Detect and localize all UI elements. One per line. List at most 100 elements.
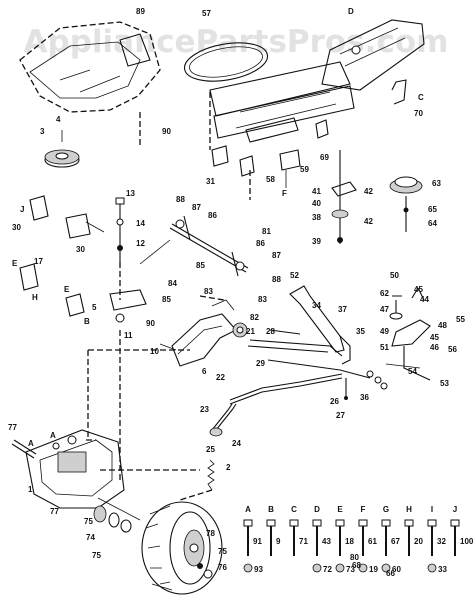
callout-87-a: 87: [192, 203, 201, 212]
callout-2: 2: [226, 463, 231, 472]
callout-78: 78: [206, 529, 215, 538]
callout-86-a: 86: [208, 211, 217, 220]
callout-H: H: [32, 293, 38, 302]
callout-F-top: F: [282, 189, 287, 198]
callout-70: 70: [414, 109, 423, 118]
washer-A: [243, 563, 253, 573]
callout-30-a: 30: [12, 223, 21, 232]
linkage-drawing: [19, 195, 249, 367]
bolt-head-B: [266, 519, 276, 527]
transaxle-drawing: [11, 429, 141, 533]
callout-A-left: A: [28, 439, 34, 448]
callout-58: 58: [266, 175, 275, 184]
callout-39: 39: [312, 237, 321, 246]
hardware-letter-F: F: [361, 505, 366, 514]
callout-10: 10: [150, 347, 159, 356]
callout-35: 35: [356, 327, 365, 336]
washer-F: [358, 563, 368, 573]
callout-A-2: A: [50, 431, 56, 440]
callout-24: 24: [232, 439, 241, 448]
callout-11: 11: [124, 331, 133, 340]
hardware-part-A: 91: [253, 537, 262, 546]
callout-44: 44: [420, 295, 429, 304]
callout-77-a: 77: [8, 423, 17, 432]
callout-66: 66: [386, 569, 395, 578]
callout-48: 48: [438, 321, 447, 330]
bolt-head-G: [381, 519, 391, 527]
callout-59: 59: [300, 165, 309, 174]
shift-lever-drawing: [179, 285, 431, 501]
washer-G: [381, 563, 391, 573]
callout-85-b: 85: [162, 295, 171, 304]
pulley-assembly: [44, 130, 80, 168]
callout-87-b: 87: [272, 251, 281, 260]
callout-3: 3: [40, 127, 45, 136]
callout-21: 21: [246, 327, 255, 336]
washer-part-F: 19: [369, 565, 378, 574]
callout-25: 25: [206, 445, 215, 454]
callout-53: 53: [440, 379, 449, 388]
callout-47: 47: [380, 305, 389, 314]
callout-C-top: C: [418, 93, 424, 102]
callout-68: 68: [352, 561, 361, 570]
hardware-letter-I: I: [431, 505, 433, 514]
hardware-part-G: 67: [391, 537, 400, 546]
hardware-legend: A9193B9C71D4372E1873F6119G6760H20I3233J1…: [243, 505, 474, 574]
callout-75-c: 75: [218, 547, 227, 556]
hardware-letter-H: H: [406, 505, 412, 514]
callout-38: 38: [312, 213, 321, 222]
callout-6: 6: [202, 367, 207, 376]
callout-1: 1: [28, 485, 33, 494]
callout-50: 50: [390, 271, 399, 280]
bolt-head-D: [312, 519, 322, 527]
callout-89: 89: [136, 7, 145, 16]
callout-51: 51: [380, 343, 389, 352]
callout-55: 55: [456, 315, 465, 324]
bolt-head-I: [427, 519, 437, 527]
hardware-part-I: 32: [437, 537, 446, 546]
hardware-part-B: 9: [276, 537, 281, 546]
callout-34: 34: [312, 301, 321, 310]
hardware-letter-B: B: [268, 505, 274, 514]
callout-23: 23: [200, 405, 209, 414]
callout-63: 63: [432, 179, 441, 188]
callout-75-a: 75: [84, 517, 93, 526]
callout-17: 17: [34, 257, 43, 266]
callout-5: 5: [92, 303, 97, 312]
callout-56: 56: [448, 345, 457, 354]
washer-part-D: 72: [323, 565, 332, 574]
callout-12: 12: [136, 239, 145, 248]
callout-E-left: E: [12, 259, 18, 268]
callout-40: 40: [312, 199, 321, 208]
callout-88-b: 88: [272, 275, 281, 284]
washer-E: [335, 563, 345, 573]
washer-part-I: 33: [438, 565, 447, 574]
bolt-head-C: [289, 519, 299, 527]
callout-52: 52: [290, 271, 299, 280]
callout-81: 81: [262, 227, 271, 236]
callout-90-mid: 90: [146, 319, 155, 328]
callout-B: B: [84, 317, 90, 326]
washer-part-G: 60: [392, 565, 401, 574]
hardware-part-J: 100: [460, 537, 474, 546]
callout-29: 29: [256, 359, 265, 368]
callout-69: 69: [320, 153, 329, 162]
callout-42-a: 42: [364, 187, 373, 196]
callout-D: D: [348, 7, 354, 16]
callout-27: 27: [336, 411, 345, 420]
callout-77-b: 77: [50, 507, 59, 516]
hardware-letter-J: J: [453, 505, 457, 514]
callout-49: 49: [380, 327, 389, 336]
callout-88-a: 88: [176, 195, 185, 204]
callout-46: 46: [430, 343, 439, 352]
callout-45-b: 45: [430, 333, 439, 342]
hardware-part-C: 71: [299, 537, 308, 546]
callout-83-a: 83: [204, 287, 213, 296]
hardware-letter-D: D: [314, 505, 320, 514]
callout-J: J: [20, 205, 24, 214]
callout-28: 28: [266, 327, 275, 336]
callout-62: 62: [380, 289, 389, 298]
callout-65: 65: [428, 205, 437, 214]
callout-83-b: 83: [258, 295, 267, 304]
washer-I: [427, 563, 437, 573]
